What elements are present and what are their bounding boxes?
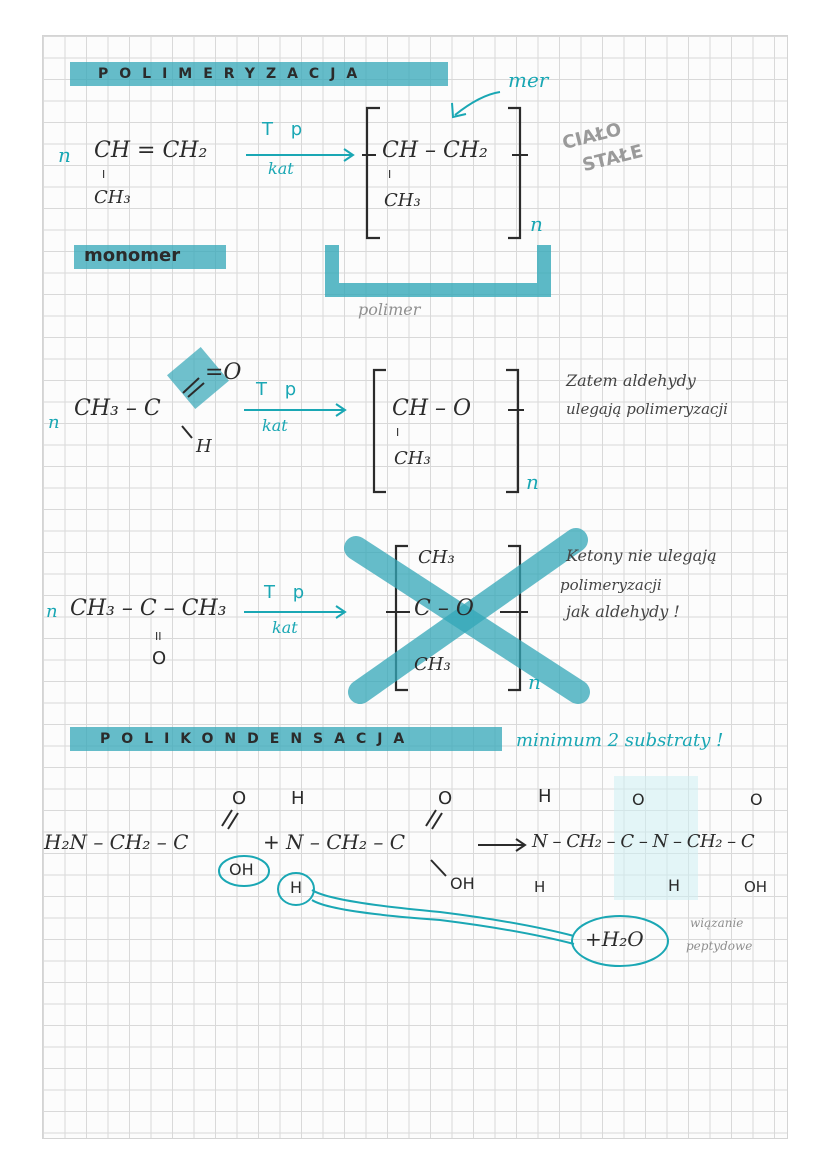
acetone-double-bond: II bbox=[155, 630, 162, 643]
co-bond-r2b bbox=[431, 812, 443, 830]
propene-main: CH = CH₂ bbox=[94, 138, 208, 163]
co-bond-r2a bbox=[425, 809, 437, 827]
conditions-3: T p bbox=[264, 582, 311, 603]
water-connector-a bbox=[311, 889, 575, 937]
index-n-1: n bbox=[530, 212, 543, 236]
dipeptide-main: N – CH₂ – C – N – CH₂ – C bbox=[532, 831, 755, 852]
glycine-2-main: N – CH₂ – C bbox=[286, 830, 405, 854]
ch-bond bbox=[181, 425, 193, 439]
water-circle bbox=[571, 915, 669, 967]
label-bond-2: peptydowe bbox=[686, 939, 753, 953]
coefficient-n-3: n bbox=[46, 601, 58, 622]
arrow-head-3 bbox=[335, 605, 347, 619]
acetaldehyde-hydrogen: H bbox=[196, 436, 212, 457]
strike-x-b bbox=[348, 528, 588, 704]
dipeptide-oxygen-2: O bbox=[750, 790, 763, 809]
note-aldehydes-2: ulegają polimeryzacji bbox=[566, 400, 728, 418]
polyacetaldehyde-main: CH – O bbox=[392, 396, 472, 421]
index-n-2: n bbox=[526, 470, 539, 494]
oh-circle bbox=[218, 855, 270, 887]
heading-polimeryzacja: POLIMERYZACJA bbox=[98, 66, 369, 82]
dipeptide-h-mid: H bbox=[668, 876, 681, 895]
label-monomer: monomer bbox=[84, 245, 181, 266]
glycine-2-oxygen: O bbox=[438, 788, 453, 809]
arrow-head-4 bbox=[515, 838, 527, 852]
coefficient-n-1: n bbox=[58, 143, 71, 167]
ketone-product-top: CH₃ bbox=[418, 547, 455, 568]
note-aldehydes-1: Zatem aldehydy bbox=[566, 371, 696, 390]
glycine-2-oh: OH bbox=[450, 874, 475, 893]
co-bond-b bbox=[187, 382, 205, 398]
peptide-bond-highlight bbox=[614, 776, 698, 900]
water-product: +H₂O bbox=[585, 927, 644, 951]
note-ketones-2: polimeryzacji bbox=[560, 576, 662, 594]
note-mer: mer bbox=[508, 68, 549, 92]
h-circle bbox=[277, 872, 315, 906]
conditions-1: T p bbox=[262, 119, 309, 140]
water-connector-b bbox=[311, 899, 575, 945]
bracket-left-3 bbox=[394, 544, 408, 692]
coh-bond-r2 bbox=[430, 859, 447, 877]
coefficient-n-2: n bbox=[48, 412, 60, 433]
catalyst-2: kat bbox=[262, 416, 288, 435]
heading-highlight-2 bbox=[70, 727, 502, 751]
bracket-right-2 bbox=[506, 368, 520, 494]
acetaldehyde-oxygen: =O bbox=[205, 360, 242, 385]
glycine-2-h-top: H bbox=[291, 788, 305, 809]
acetone-oxygen: O bbox=[152, 648, 167, 669]
arrow-head-2 bbox=[335, 403, 347, 417]
polyacetaldehyde-methyl: CH₃ bbox=[394, 448, 431, 469]
co-bond-r1a bbox=[221, 809, 233, 827]
note-min-substrates: minimum 2 substraty ! bbox=[516, 730, 724, 751]
dipeptide-oxygen-1: O bbox=[632, 790, 645, 809]
glycine-1-oh: OH bbox=[229, 860, 254, 879]
mer-pointer-head bbox=[451, 102, 467, 119]
bracket-right-3 bbox=[508, 544, 522, 692]
note-ketones-1: Ketony nie ulegają bbox=[566, 546, 717, 565]
glycine-1-oxygen: O bbox=[232, 788, 247, 809]
note-ketones-3: jak aldehydy ! bbox=[566, 602, 680, 621]
co-bond-r1b bbox=[227, 812, 239, 830]
label-polymer: polimer bbox=[358, 300, 421, 319]
polymer-bracket-highlight bbox=[325, 245, 551, 297]
heading-polikondensacja: POLIKONDENSACJA bbox=[100, 731, 416, 747]
polypropene-methyl: CH₃ bbox=[384, 190, 421, 211]
propene-methyl: CH₃ bbox=[94, 187, 131, 208]
bracket-right-1 bbox=[508, 106, 522, 240]
glycine-2-h: H bbox=[290, 878, 303, 897]
bracket-left-2 bbox=[372, 368, 386, 494]
ketone-product-main: C – O bbox=[414, 596, 474, 621]
conditions-2: T p bbox=[256, 379, 303, 400]
acetaldehyde-main: CH₃ – C bbox=[74, 396, 161, 421]
arrow-head-1 bbox=[343, 148, 355, 162]
polypropene-main: CH – CH₂ bbox=[382, 138, 488, 163]
propene-bond: I bbox=[102, 168, 106, 181]
dipeptide-oh: OH bbox=[744, 878, 768, 896]
catalyst-3: kat bbox=[272, 618, 298, 637]
polypropene-bond: I bbox=[388, 168, 392, 181]
label-bond-1: wiązanie bbox=[690, 916, 744, 930]
heading-highlight-1 bbox=[70, 62, 448, 86]
polyacetaldehyde-bond: I bbox=[396, 426, 400, 439]
monomer-highlight bbox=[74, 245, 226, 269]
index-n-3: n bbox=[528, 670, 541, 694]
ketone-product-bottom: CH₃ bbox=[414, 654, 451, 675]
dipeptide-h-bottom: H bbox=[534, 878, 546, 896]
mer-pointer bbox=[454, 91, 501, 116]
bracket-left-1 bbox=[365, 106, 380, 240]
acetone-main: CH₃ – C – CH₃ bbox=[70, 596, 227, 621]
dipeptide-h-top: H bbox=[538, 786, 552, 807]
co-bond-a bbox=[182, 377, 200, 394]
plus-sign: + bbox=[263, 830, 280, 854]
catalyst-1: kat bbox=[268, 159, 294, 178]
glycine-1-main: H₂N – CH₂ – C bbox=[44, 830, 189, 854]
